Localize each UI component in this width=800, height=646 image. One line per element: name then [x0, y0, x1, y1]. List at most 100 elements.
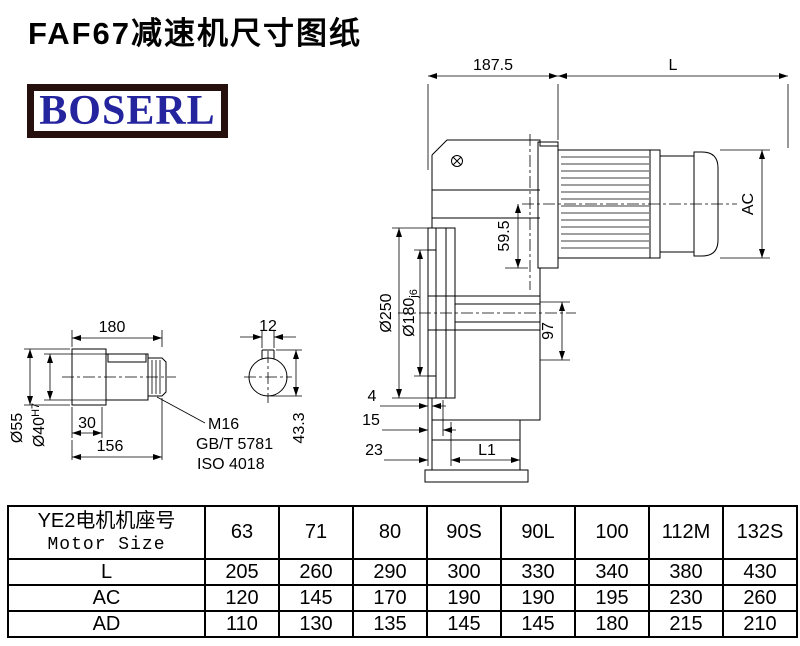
- table-cell: 130: [278, 610, 354, 638]
- dim-59-5: 59.5: [496, 204, 528, 269]
- motor: [537, 141, 719, 269]
- size-column-100: 100: [574, 505, 650, 560]
- boserl-logo: BOSERL: [27, 84, 228, 138]
- dim-motor-height: AC: [720, 149, 770, 259]
- dim-23: 23: [365, 422, 460, 466]
- table-cell: 180: [574, 610, 650, 638]
- table-cell: 290: [352, 558, 428, 586]
- dim-30-label: 30: [78, 415, 96, 432]
- table-cell: 380: [648, 558, 724, 586]
- dim-59-5-label: 59.5: [496, 220, 513, 251]
- std-gb-label: GB/T 5781: [196, 436, 273, 453]
- size-column-90S: 90S: [426, 505, 502, 560]
- output-flange: [427, 227, 456, 399]
- thread-label: M16: [208, 416, 239, 433]
- dim-23-label: 23: [365, 442, 383, 459]
- boserl-logo-text: BOSERL: [39, 88, 216, 134]
- table-header-row: YE2电机机座号 Motor Size 63 71 80 90S 90L 100…: [7, 505, 798, 560]
- dim-shaft-d2: Ø40H7: [30, 353, 106, 447]
- table-cell: 135: [352, 610, 428, 638]
- table-row-L: L 205 260 290 300 330 340 380 430: [7, 558, 798, 586]
- header-cn: YE2电机机座号: [37, 509, 176, 532]
- header-en: Motor Size: [47, 534, 166, 555]
- table-cell: 340: [574, 558, 650, 586]
- table-cell: 430: [722, 558, 798, 586]
- center-lines: [62, 134, 737, 403]
- table-cell: 210: [722, 610, 798, 638]
- table-cell: 205: [204, 558, 280, 586]
- dim-4: 4: [368, 388, 446, 466]
- table-cell: 195: [574, 584, 650, 612]
- dim-shaft-d1: Ø55: [9, 348, 70, 443]
- size-column-132S: 132S: [722, 505, 798, 560]
- dim-55-label: Ø55: [9, 413, 26, 443]
- dim-AC-label: AC: [740, 193, 757, 215]
- table-cell: 110: [204, 610, 280, 638]
- shaft-side-view: [71, 348, 167, 406]
- dim-250-label: Ø250: [378, 293, 395, 332]
- dim-43-3-label: 43.3: [291, 412, 308, 443]
- dimension-drawing: 187.5 L AC Ø250 Ø180j6: [9, 57, 789, 483]
- table-cell: 190: [426, 584, 502, 612]
- row-label-AD: AD: [7, 610, 206, 638]
- dim-97-label: 97: [540, 322, 557, 340]
- dim-156: 156: [71, 398, 163, 460]
- dim-156-label: 156: [97, 438, 124, 455]
- dim-15: 15: [362, 400, 456, 436]
- dim-187-5-label: 187.5: [473, 57, 513, 74]
- dim-key-width: 12: [240, 318, 296, 348]
- table-cell: 230: [648, 584, 724, 612]
- size-column-63: 63: [204, 505, 280, 560]
- dim-4-label: 4: [368, 388, 377, 405]
- size-column-90L: 90L: [500, 505, 576, 560]
- dim-180j6-label: Ø180j6: [401, 289, 420, 337]
- table-cell: 260: [278, 558, 354, 586]
- dim-flange-spigot: Ø180j6: [401, 249, 428, 377]
- dim-flange-od: Ø250: [378, 227, 428, 399]
- dim-180-value: Ø180: [401, 298, 418, 337]
- table-cell: 300: [426, 558, 502, 586]
- motor-size-header: YE2电机机座号 Motor Size: [7, 505, 206, 560]
- std-iso-label: ISO 4018: [197, 456, 265, 473]
- table-cell: 215: [648, 610, 724, 638]
- fan-cover: [693, 151, 719, 257]
- motor-fins: [561, 156, 649, 249]
- dim-40-fit: H7: [30, 403, 42, 417]
- size-column-71: 71: [278, 505, 354, 560]
- table-row-AC: AC 120 145 170 190 190 195 230 260: [7, 584, 798, 612]
- dim-L-label: L: [669, 57, 678, 74]
- dim-12-label: 12: [259, 318, 277, 335]
- table-cell: 145: [500, 610, 576, 638]
- mounting-foot: [424, 469, 529, 483]
- table-cell: 170: [352, 584, 428, 612]
- dim-L1-label: L1: [478, 442, 496, 459]
- dim-40-value: Ø40: [31, 417, 48, 447]
- thread-callout: M16 GB/T 5781 ISO 4018: [156, 396, 273, 473]
- dim-top-width: 187.5: [427, 57, 559, 170]
- table-row-AD: AD 110 130 135 145 145 180 215 210: [7, 610, 798, 638]
- dim-motor-length: L: [558, 57, 789, 148]
- motor-adapter-flange: [537, 141, 559, 269]
- dim-180-fit: j6: [408, 289, 420, 299]
- row-label-L: L: [7, 558, 206, 586]
- eyebolt-mark: [451, 155, 463, 167]
- table-cell: 145: [278, 584, 354, 612]
- size-column-112M: 112M: [648, 505, 724, 560]
- table-cell: 260: [722, 584, 798, 612]
- dim-97: 97: [540, 301, 570, 361]
- table-cell: 190: [500, 584, 576, 612]
- dim-15-label: 15: [362, 412, 380, 429]
- gear-housing: [424, 139, 559, 483]
- dim-L1: L1: [451, 442, 520, 463]
- dim-40H7-label: Ø40H7: [30, 403, 48, 447]
- keyway-section-view: [248, 349, 288, 397]
- dim-30: 30: [71, 407, 103, 438]
- dim-key-height: 43.3: [270, 349, 308, 444]
- table-cell: 330: [500, 558, 576, 586]
- table-cell: 145: [426, 610, 502, 638]
- table-cell: 120: [204, 584, 280, 612]
- dim-180-length-label: 180: [99, 319, 126, 336]
- size-column-80: 80: [352, 505, 428, 560]
- page-title: FAF67减速机尺寸图纸: [28, 16, 363, 51]
- row-label-AC: AC: [7, 584, 206, 612]
